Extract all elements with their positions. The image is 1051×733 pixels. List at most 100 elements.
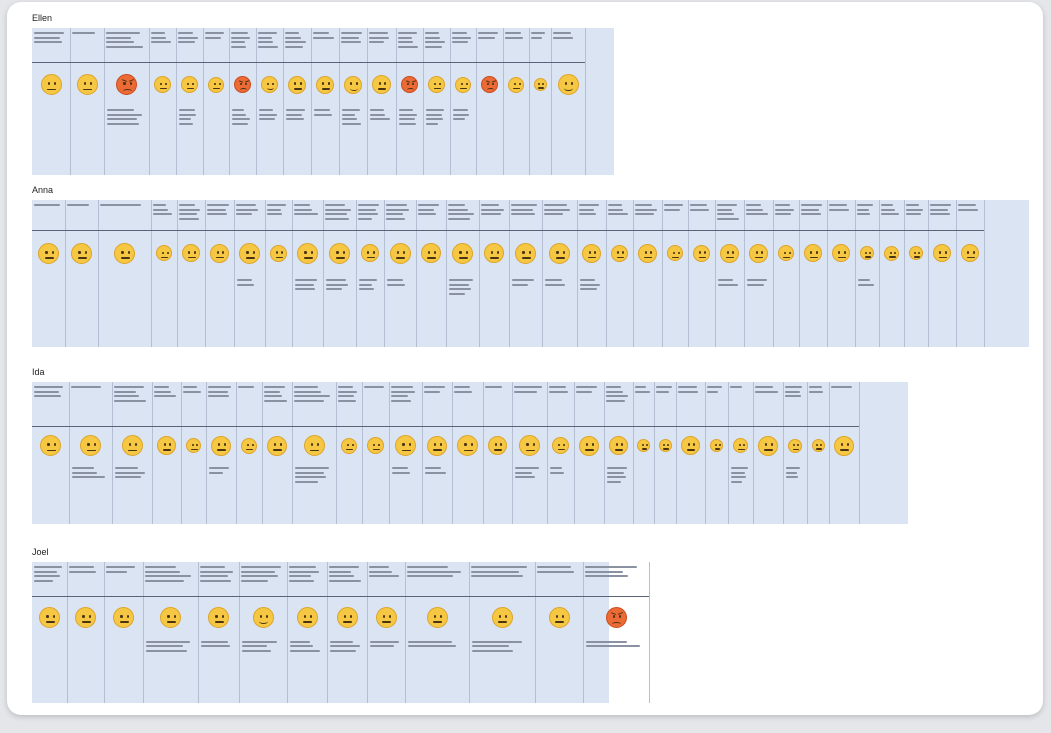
journey-column[interactable]: [535, 562, 584, 703]
journey-column[interactable]: [728, 382, 754, 524]
journey-column[interactable]: [577, 200, 607, 347]
journey-column[interactable]: [336, 382, 363, 524]
journey-column[interactable]: [151, 200, 178, 347]
journey-column[interactable]: [879, 200, 905, 347]
journey-column[interactable]: [32, 562, 68, 703]
journey-column[interactable]: [256, 28, 284, 175]
journey-column[interactable]: [98, 200, 152, 347]
journey-column[interactable]: [662, 200, 689, 347]
journey-column[interactable]: [547, 382, 575, 524]
journey-column[interactable]: [688, 200, 716, 347]
journey-column[interactable]: [450, 28, 477, 175]
journey-column[interactable]: [104, 562, 144, 703]
journey-column[interactable]: [396, 28, 424, 175]
journey-column[interactable]: [239, 562, 288, 703]
journey-column[interactable]: [292, 382, 337, 524]
journey-column[interactable]: [67, 562, 105, 703]
journey-column[interactable]: [416, 200, 447, 347]
journey-map[interactable]: [32, 28, 614, 175]
journey-column[interactable]: [604, 382, 634, 524]
journey-column[interactable]: [423, 28, 451, 175]
journey-column[interactable]: [104, 28, 150, 175]
journey-column[interactable]: [32, 382, 70, 524]
journey-column[interactable]: [65, 200, 99, 347]
journey-column[interactable]: [583, 562, 650, 703]
journey-column[interactable]: [574, 382, 605, 524]
journey-column[interactable]: [262, 382, 293, 524]
journey-column[interactable]: [339, 28, 368, 175]
journey-column[interactable]: [405, 562, 470, 703]
journey-column[interactable]: [367, 28, 397, 175]
journey-column[interactable]: [807, 382, 830, 524]
journey-column[interactable]: [234, 200, 266, 347]
journey-map[interactable]: [32, 562, 650, 703]
journey-column[interactable]: [177, 200, 206, 347]
journey-column[interactable]: [32, 28, 71, 175]
journey-column[interactable]: [829, 382, 860, 524]
journey-column[interactable]: [744, 200, 774, 347]
quote-text-line: [449, 283, 470, 286]
journey-column[interactable]: [181, 382, 207, 524]
journey-column[interactable]: [476, 28, 504, 175]
journey-column[interactable]: [112, 382, 153, 524]
journey-column[interactable]: [773, 200, 800, 347]
journey-column[interactable]: [236, 382, 263, 524]
journey-column[interactable]: [715, 200, 745, 347]
journey-column[interactable]: [32, 200, 66, 347]
journey-column[interactable]: [904, 200, 929, 347]
journey-column[interactable]: [512, 382, 548, 524]
journey-column[interactable]: [149, 28, 177, 175]
journey-column[interactable]: [633, 382, 655, 524]
journey-column[interactable]: [827, 200, 856, 347]
journey-column[interactable]: [367, 562, 406, 703]
journey-column[interactable]: [509, 200, 543, 347]
journey-column[interactable]: [542, 200, 578, 347]
header-text-line: [801, 204, 823, 206]
journey-column[interactable]: [229, 28, 257, 175]
journey-column[interactable]: [206, 382, 237, 524]
journey-column[interactable]: [799, 200, 828, 347]
journey-column[interactable]: [956, 200, 985, 347]
journey-column[interactable]: [143, 562, 199, 703]
journey-column[interactable]: [389, 382, 423, 524]
journey-column[interactable]: [483, 382, 513, 524]
journey-column[interactable]: [292, 200, 324, 347]
journey-column[interactable]: [452, 382, 484, 524]
journey-column[interactable]: [198, 562, 240, 703]
journey-column[interactable]: [283, 28, 312, 175]
journey-column[interactable]: [503, 28, 530, 175]
journey-column[interactable]: [855, 200, 880, 347]
journey-map[interactable]: [32, 200, 1029, 347]
journey-column[interactable]: [606, 200, 634, 347]
journey-column[interactable]: [529, 28, 552, 175]
journey-column[interactable]: [323, 200, 357, 347]
journey-column[interactable]: [287, 562, 328, 703]
journey-map[interactable]: [32, 382, 908, 524]
journey-column[interactable]: [633, 200, 663, 347]
journey-column[interactable]: [69, 382, 113, 524]
journey-column[interactable]: [176, 28, 204, 175]
journey-column[interactable]: [783, 382, 808, 524]
journey-column[interactable]: [356, 200, 385, 347]
journey-column[interactable]: [205, 200, 235, 347]
journey-column[interactable]: [676, 382, 706, 524]
journey-column[interactable]: [753, 382, 784, 524]
journey-column[interactable]: [70, 28, 105, 175]
journey-column[interactable]: [265, 200, 293, 347]
journey-column[interactable]: [384, 200, 417, 347]
journey-column[interactable]: [311, 28, 340, 175]
header-text-line: [606, 395, 629, 397]
journey-column[interactable]: [928, 200, 957, 347]
journey-column[interactable]: [327, 562, 368, 703]
journey-column[interactable]: [152, 382, 182, 524]
journey-column[interactable]: [479, 200, 510, 347]
journey-column[interactable]: [654, 382, 677, 524]
journey-column[interactable]: [705, 382, 729, 524]
journey-column[interactable]: [362, 382, 390, 524]
journey-column[interactable]: [469, 562, 536, 703]
journey-column[interactable]: [551, 28, 586, 175]
journey-column[interactable]: [422, 382, 453, 524]
journey-column[interactable]: [203, 28, 230, 175]
journey-column[interactable]: [446, 200, 480, 347]
